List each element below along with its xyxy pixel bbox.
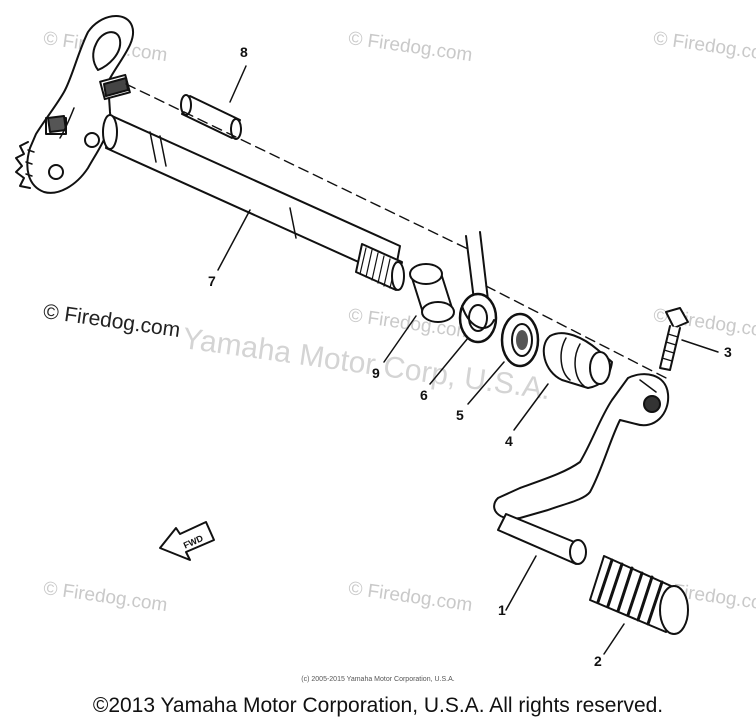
footer-copyright: ©2013 Yamaha Motor Corporation, U.S.A. A… xyxy=(92,694,664,717)
pedal-rubber xyxy=(589,555,689,635)
shift-pedal xyxy=(493,373,670,565)
callout-7: 7 xyxy=(208,273,216,289)
oil-seal xyxy=(500,312,540,368)
callout-2: 2 xyxy=(594,653,602,669)
callout-9: 9 xyxy=(372,365,380,381)
fine-print-copyright: (c) 2005-2015 Yamaha Motor Corporation, … xyxy=(301,676,455,683)
shift-arm-plate xyxy=(15,14,135,194)
return-spring xyxy=(458,231,498,344)
rubber-boot xyxy=(542,332,613,389)
forward-arrow-icon xyxy=(159,521,215,561)
callout-8: 8 xyxy=(240,44,248,60)
dowel-pin xyxy=(180,94,242,140)
callout-1: 1 xyxy=(498,602,506,618)
callout-4: 4 xyxy=(505,433,513,449)
shift-shaft xyxy=(102,114,405,291)
callout-5: 5 xyxy=(456,407,464,423)
pinch-bolt xyxy=(659,307,689,371)
collar xyxy=(409,263,455,323)
callout-3: 3 xyxy=(724,344,732,360)
callout-6: 6 xyxy=(420,387,428,403)
